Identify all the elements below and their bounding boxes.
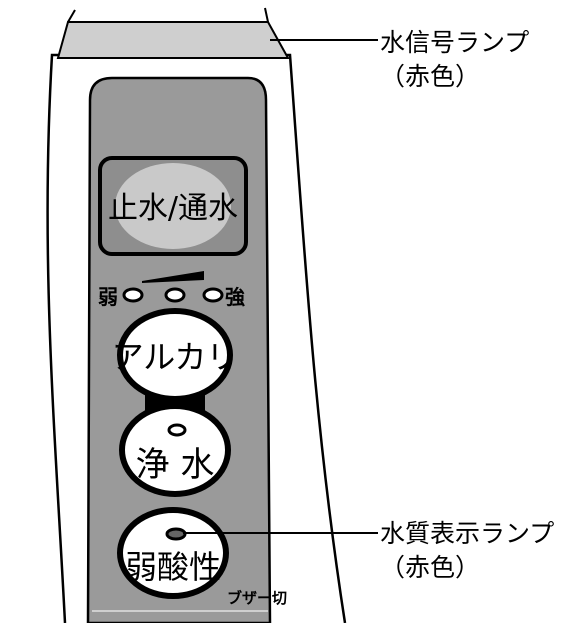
weak-acid-button[interactable] [117, 507, 229, 599]
water-lamp-color-note: （赤色） [380, 62, 481, 91]
strength-mid-lamp [164, 287, 186, 303]
strength-bars [142, 271, 204, 283]
purified-water-button[interactable] [119, 403, 231, 497]
purified-water-label: 浄 水 [136, 445, 215, 485]
stop-water-button[interactable] [115, 163, 231, 249]
quality-lamp-label: 水質表示ランプ [380, 519, 555, 548]
strength-weak-lamp [122, 287, 144, 303]
water-quality-lamp [165, 527, 187, 541]
alkali-label: アルカリ [112, 338, 239, 376]
water-lamp-label: 水信号ランプ [380, 28, 530, 57]
housing-top-right-edge [264, 7, 269, 23]
purified-water-lamp [167, 423, 187, 437]
water-lamp-callout: 水信号ランプ （赤色） [380, 26, 529, 94]
alkali-button[interactable] [117, 308, 233, 402]
water-signal-lamp [56, 21, 290, 59]
strength-strong-label: 強 [225, 285, 245, 309]
weak-acid-label: 弱酸性 [125, 548, 221, 586]
quality-lamp-callout: 水質表示ランプ （赤色） [380, 517, 554, 585]
stop-water-label: 止水/通水 [108, 191, 238, 226]
strength-strong-lamp [202, 287, 224, 303]
quality-lamp-color-note: （赤色） [380, 553, 481, 582]
strength-weak-label: 弱 [98, 285, 118, 309]
buzzer-off-label: ブザー切 [227, 589, 287, 607]
housing-top-left-edge [67, 9, 76, 23]
